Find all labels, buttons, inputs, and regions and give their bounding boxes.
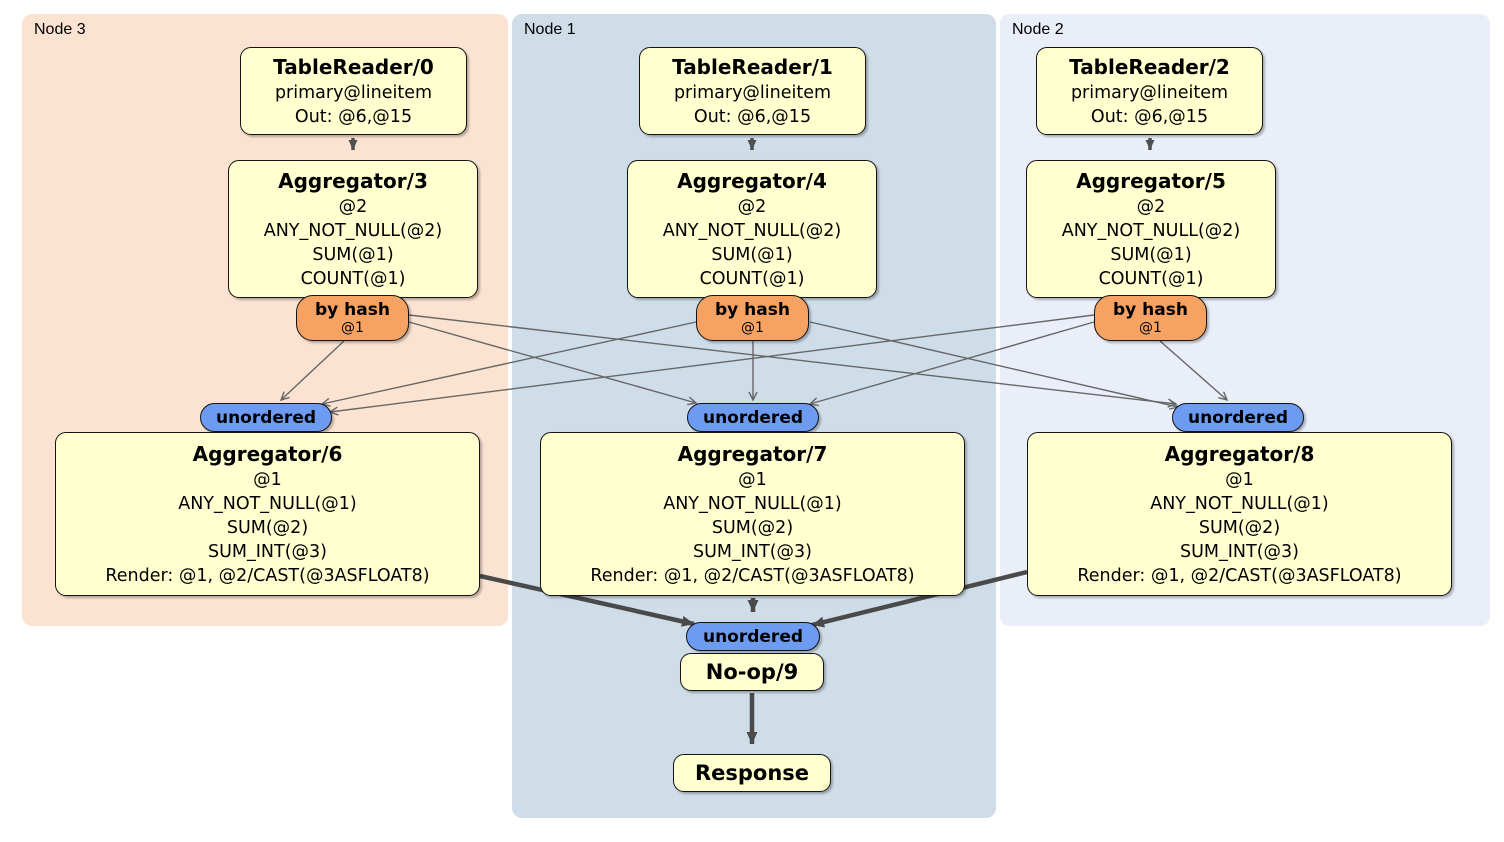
- node-aggregator-8: Aggregator/8 @1 ANY_NOT_NULL(@1) SUM(@2)…: [1027, 432, 1452, 596]
- node-title: Aggregator/5: [1076, 168, 1226, 193]
- edge-hash3-un8: [408, 314, 1178, 408]
- region-label: Node 3: [34, 21, 86, 38]
- hash-router-edges: [279, 314, 1229, 416]
- node-title: TableReader/0: [273, 54, 434, 79]
- node-detail-line: Render: @1, @2/CAST(@3ASFLOAT8): [105, 565, 430, 586]
- tablereader-to-aggregator-arrows: [348, 138, 1155, 150]
- sync-label: unordered: [1187, 407, 1289, 428]
- router-stream: @1: [341, 320, 364, 336]
- edge-agg6-noop: [479, 573, 695, 627]
- edge-hash4-un8: [809, 321, 1180, 410]
- router-label: by hash: [715, 300, 790, 320]
- node-title: TableReader/1: [672, 54, 833, 79]
- node-detail-line: COUNT(@1): [699, 268, 805, 289]
- node-tablereader-2: TableReader/2 primary@lineitem Out: @6,@…: [1036, 47, 1263, 135]
- node-detail-line: Render: @1, @2/CAST(@3ASFLOAT8): [590, 565, 915, 586]
- node-response: Response: [673, 754, 831, 792]
- node-detail-line: primary@lineitem: [1070, 82, 1229, 103]
- node-detail-line: SUM_INT(@3): [1180, 541, 1299, 562]
- node-title: No-op/9: [705, 659, 799, 684]
- node-aggregator-6: Aggregator/6 @1 ANY_NOT_NULL(@1) SUM(@2)…: [55, 432, 480, 596]
- router-by-hash-4: by hash @1: [696, 295, 809, 341]
- node-detail-line: @2: [737, 196, 767, 217]
- router-label: by hash: [315, 300, 390, 320]
- node-detail-line: Out: @6,@15: [294, 106, 413, 127]
- node-detail-line: SUM(@1): [711, 244, 793, 265]
- node-aggregator-3: Aggregator/3 @2 ANY_NOT_NULL(@2) SUM(@1)…: [228, 160, 478, 298]
- sync-unordered-noop: unordered: [686, 622, 820, 651]
- node-detail-line: SUM_INT(@3): [693, 541, 812, 562]
- node-detail-line: @1: [253, 469, 282, 490]
- node-detail-line: SUM(@2): [226, 517, 309, 538]
- node-detail-line: SUM(@2): [1198, 517, 1281, 538]
- router-stream: @1: [1139, 320, 1162, 336]
- node-title: Aggregator/6: [192, 441, 343, 466]
- router-by-hash-5: by hash @1: [1094, 295, 1207, 341]
- node-detail-line: Out: @6,@15: [693, 106, 812, 127]
- router-label: by hash: [1113, 300, 1188, 320]
- node-detail-line: SUM_INT(@3): [208, 541, 327, 562]
- edge-hash3-un6: [279, 340, 345, 402]
- sync-unordered-agg6: unordered: [200, 403, 332, 432]
- final-merge-edges: [479, 569, 1028, 744]
- node-detail-line: @2: [338, 196, 368, 217]
- node-aggregator-5: Aggregator/5 @2 ANY_NOT_NULL(@2) SUM(@1)…: [1026, 160, 1276, 298]
- node-detail-line: primary@lineitem: [274, 82, 433, 103]
- sync-label: unordered: [702, 626, 804, 647]
- node-aggregator-7: Aggregator/7 @1 ANY_NOT_NULL(@1) SUM(@2)…: [540, 432, 965, 596]
- node-detail-line: ANY_NOT_NULL(@2): [662, 220, 842, 241]
- node-title: Response: [694, 760, 810, 785]
- node-detail-line: primary@lineitem: [673, 82, 832, 103]
- node-detail-line: ANY_NOT_NULL(@2): [1061, 220, 1241, 241]
- node-detail-line: SUM(@1): [312, 244, 394, 265]
- node-aggregator-4: Aggregator/4 @2 ANY_NOT_NULL(@2) SUM(@1)…: [627, 160, 877, 298]
- edge-hash5-un6: [328, 314, 1095, 416]
- node-detail-line: SUM(@1): [1110, 244, 1192, 265]
- node-title: TableReader/2: [1069, 54, 1230, 79]
- edge-agg8-noop: [811, 569, 1028, 628]
- sync-unordered-agg7: unordered: [687, 403, 819, 432]
- node-title: Aggregator/4: [677, 168, 827, 193]
- node-detail-line: Render: @1, @2/CAST(@3ASFLOAT8): [1077, 565, 1402, 586]
- node-detail-line: COUNT(@1): [300, 268, 406, 289]
- node-title: Aggregator/8: [1164, 441, 1315, 466]
- router-by-hash-3: by hash @1: [296, 295, 409, 341]
- node-title: Aggregator/3: [278, 168, 428, 193]
- node-noop-9: No-op/9: [680, 653, 824, 691]
- node-detail-line: ANY_NOT_NULL(@1): [178, 493, 357, 514]
- node-tablereader-1: TableReader/1 primary@lineitem Out: @6,@…: [639, 47, 866, 135]
- node-detail-line: @2: [1136, 196, 1166, 217]
- node-detail-line: @1: [738, 469, 767, 490]
- sync-label: unordered: [215, 407, 317, 428]
- node-detail-line: ANY_NOT_NULL(@1): [663, 493, 842, 514]
- edge-hash3-un7: [408, 321, 698, 406]
- node-tablereader-0: TableReader/0 primary@lineitem Out: @6,@…: [240, 47, 467, 135]
- edge-hash4-un6: [320, 321, 697, 407]
- node-detail-line: SUM(@2): [711, 517, 794, 538]
- edge-hash5-un8: [1159, 340, 1229, 402]
- node-detail-line: ANY_NOT_NULL(@2): [263, 220, 443, 241]
- node-detail-line: COUNT(@1): [1098, 268, 1204, 289]
- sync-label: unordered: [702, 407, 804, 428]
- router-stream: @1: [741, 320, 764, 336]
- node-detail-line: ANY_NOT_NULL(@1): [1150, 493, 1329, 514]
- sync-unordered-agg8: unordered: [1172, 403, 1304, 432]
- node-detail-line: @1: [1225, 469, 1254, 490]
- node-detail-line: Out: @6,@15: [1090, 106, 1209, 127]
- edge-hash5-un7: [808, 321, 1095, 407]
- region-label: Node 1: [524, 21, 576, 38]
- node-title: Aggregator/7: [677, 441, 828, 466]
- region-label: Node 2: [1012, 21, 1064, 38]
